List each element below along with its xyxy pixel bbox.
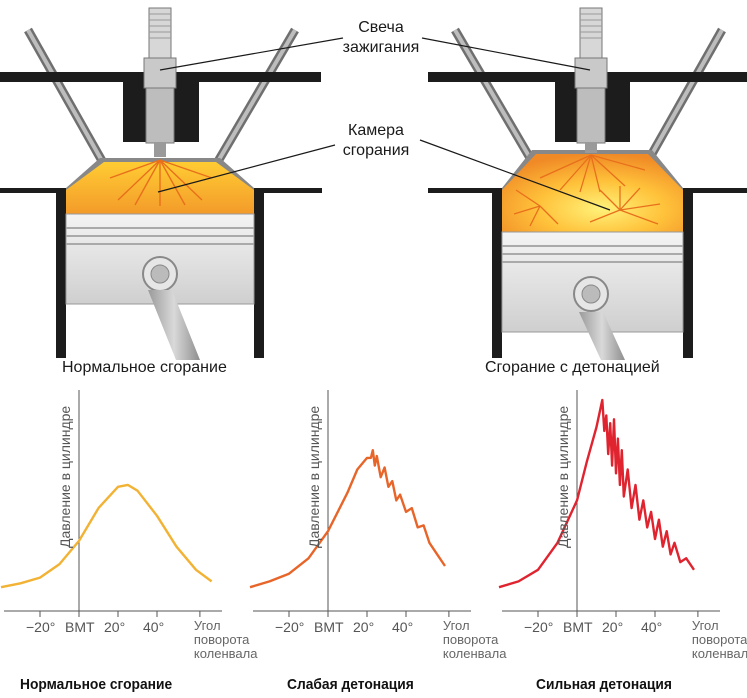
x-tick-label: BMT (314, 619, 344, 635)
x-axis-label-line: поворота (691, 632, 747, 647)
x-axis-label-line: коленвала (193, 646, 258, 661)
leader-lines (157, 37, 611, 211)
right-title: Сгорание с детонацией (485, 359, 660, 376)
chart-svg (498, 390, 720, 617)
chart-svg (0, 390, 222, 617)
pressure-curve (0, 483, 213, 589)
x-axis-label-line: Угол (691, 618, 719, 633)
chamber-label: Камера сгорания (331, 121, 421, 161)
y-axis-label: Давление в цилиндре (306, 405, 322, 548)
pressure-curve (498, 398, 695, 589)
spark-plug-label-line1: Свеча (358, 19, 404, 36)
x-tick-label: −20° (26, 619, 56, 635)
chart-title: Сильная детонация (536, 676, 672, 693)
x-axis-label-line: коленвала (691, 646, 747, 661)
left-engine-drawing (0, 7, 322, 360)
x-tick-label: BMT (563, 619, 593, 635)
chart-svg (249, 390, 471, 617)
chart-title: Нормальное сгорание (20, 676, 173, 693)
chamber-label-line2: сгорания (342, 142, 410, 159)
x-tick-label: 40° (143, 619, 165, 635)
x-axis-label-line: коленвала (442, 646, 507, 661)
x-tick-label: 20° (602, 619, 624, 635)
x-axis-label-line: Угол (193, 618, 221, 633)
y-axis-label: Давление в цилиндре (555, 405, 571, 548)
x-tick-label: 40° (641, 619, 663, 635)
spark-plug-label: Свеча зажигания (341, 18, 421, 58)
pressure-curve (249, 449, 446, 589)
x-tick-label: −20° (524, 619, 554, 635)
x-tick-label: −20° (275, 619, 305, 635)
x-axis-label-line: Угол (442, 618, 470, 633)
x-axis-label-line: поворота (193, 632, 250, 647)
left-title: Нормальное сгорание (62, 359, 227, 376)
spark-plug-label-line2: зажигания (342, 39, 420, 56)
x-tick-label: 20° (104, 619, 126, 635)
x-axis-label-line: поворота (442, 632, 499, 647)
chamber-label-line1: Камера (348, 122, 404, 139)
x-tick-label: BMT (65, 619, 95, 635)
y-axis-label: Давление в цилиндре (57, 405, 73, 548)
x-tick-label: 20° (353, 619, 375, 635)
chart-title: Слабая детонация (287, 676, 414, 693)
right-engine-drawing (428, 7, 747, 360)
x-tick-label: 40° (392, 619, 414, 635)
